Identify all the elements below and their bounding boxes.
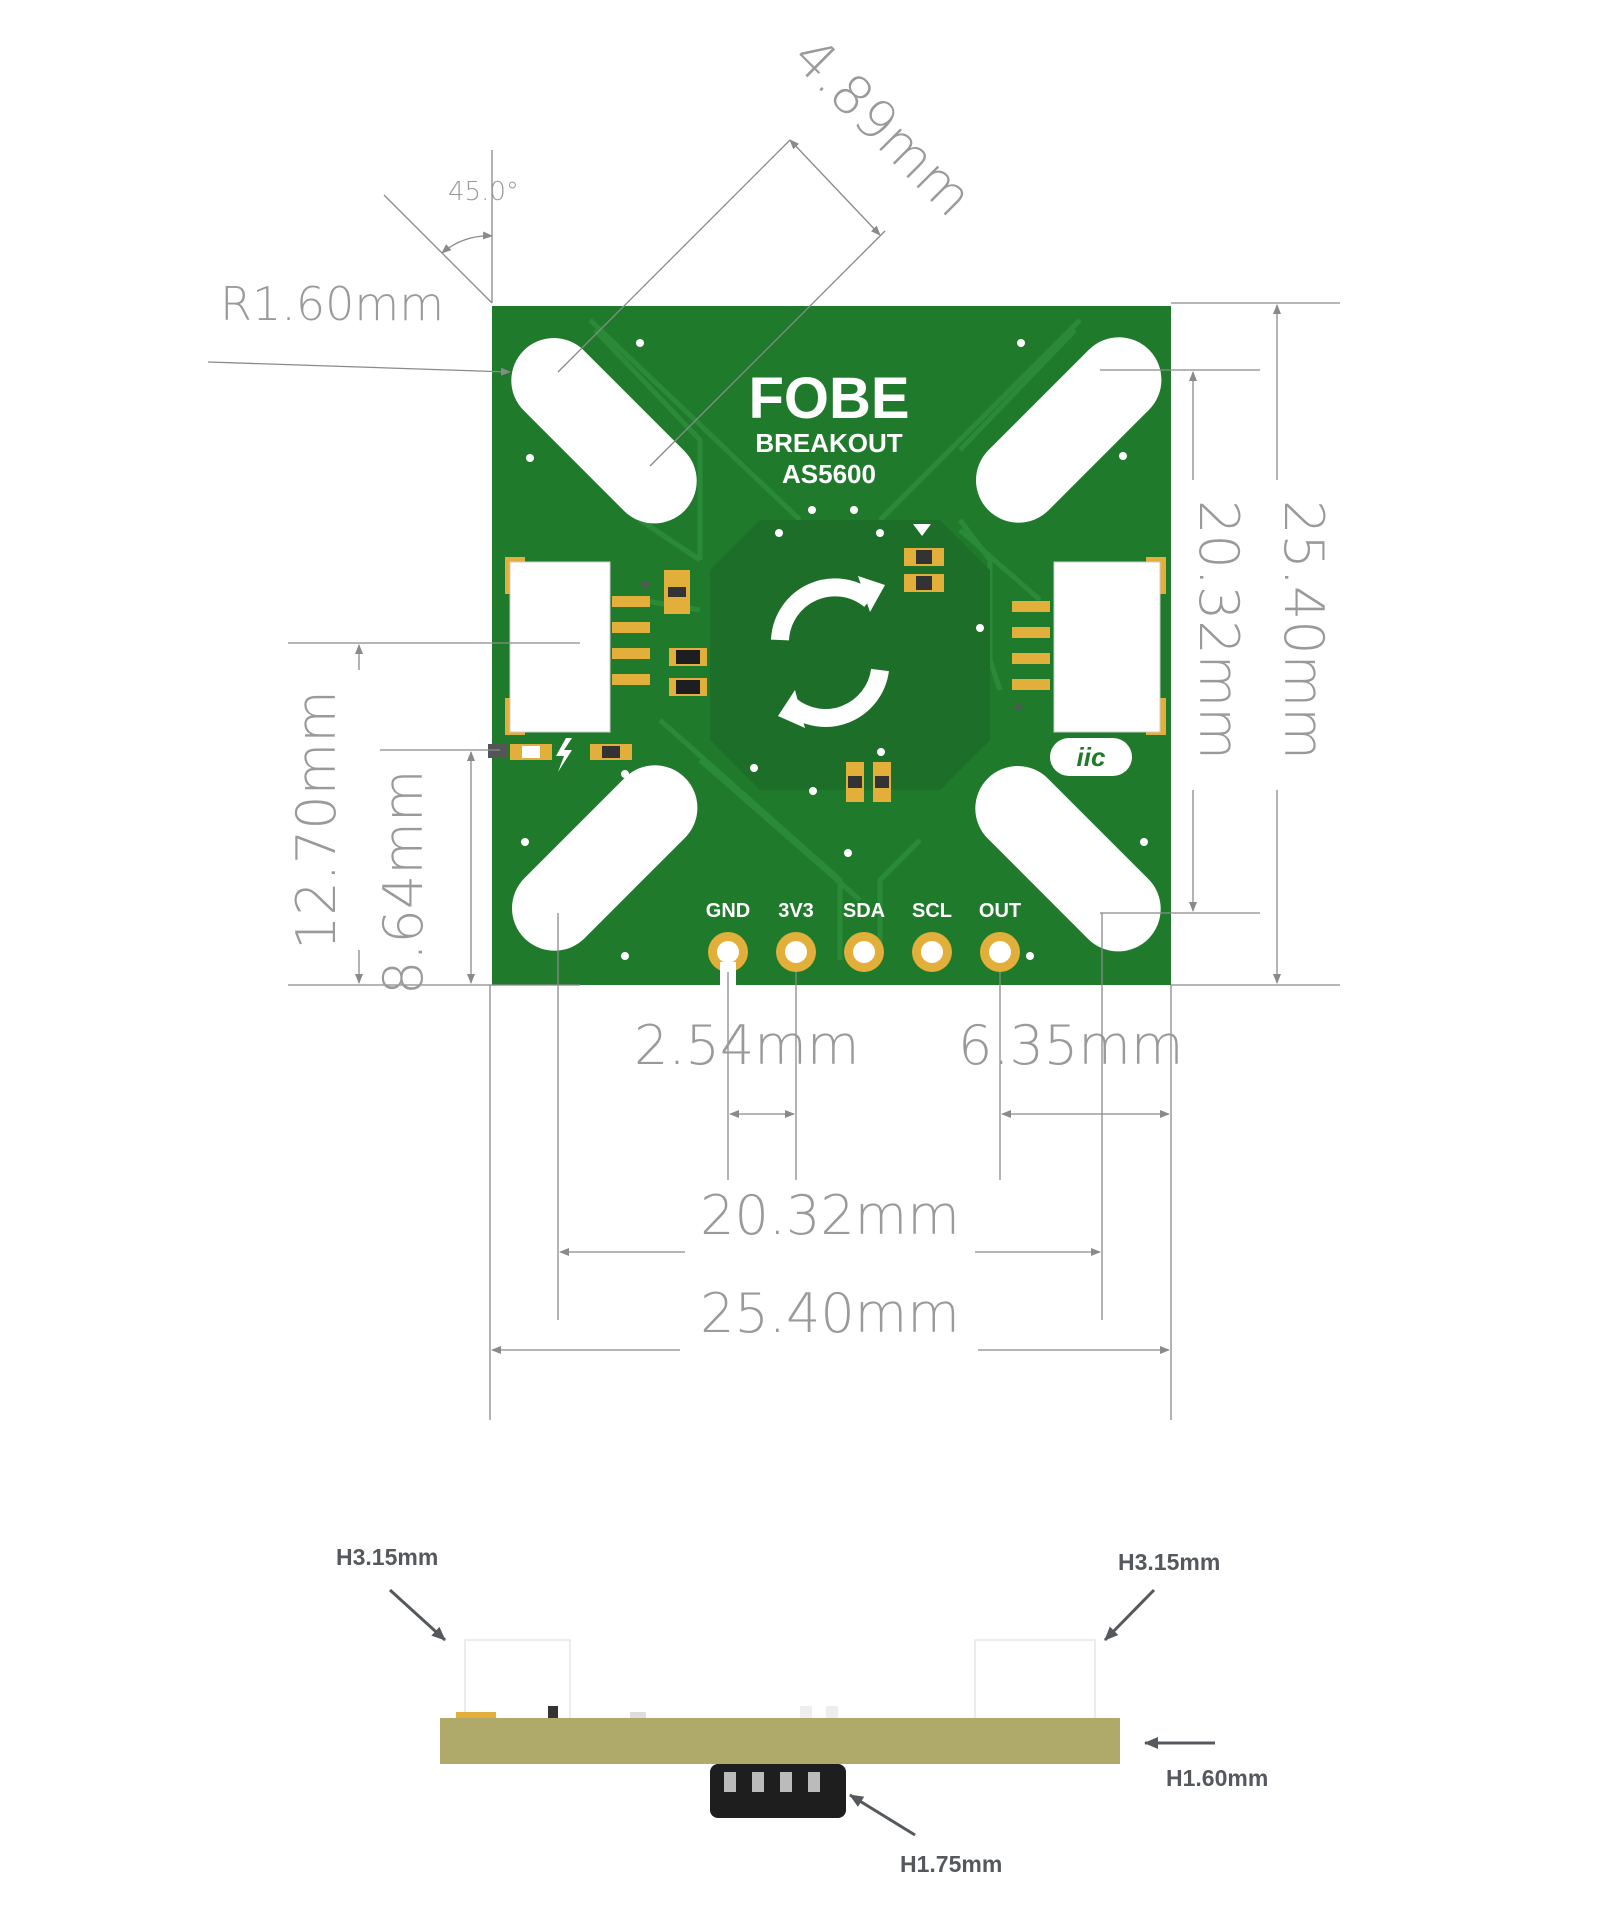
header-pins: GND 3V3 SDA SCL OUT bbox=[706, 900, 1021, 986]
side-view: H3.15mm H3.15mm H1.60mm H1.75mm bbox=[336, 1544, 1268, 1877]
slot-top-right bbox=[976, 337, 1162, 523]
dim-conn-left-2: 8.64mm bbox=[372, 770, 435, 995]
pin-label-3v3: 3V3 bbox=[778, 900, 814, 922]
pcb-top-view: FOBE BREAKOUT AS5600 bbox=[488, 306, 1171, 986]
pin-label-out: OUT bbox=[979, 900, 1021, 922]
board-line2: AS5600 bbox=[782, 459, 876, 489]
pin-label-gnd: GND bbox=[706, 900, 750, 922]
dim-pin-offset: 6.35mm bbox=[958, 1014, 1183, 1077]
side-label-h-chip: H1.75mm bbox=[900, 1851, 1002, 1877]
smd-components bbox=[488, 524, 944, 802]
slot-bottom-left bbox=[512, 765, 698, 951]
connector-right bbox=[1012, 557, 1166, 735]
side-label-h-left: H3.15mm bbox=[336, 1544, 438, 1570]
slot-bottom-right bbox=[975, 766, 1161, 952]
center-octagon bbox=[710, 520, 990, 790]
board-line1: BREAKOUT bbox=[755, 428, 902, 458]
slot-top-left bbox=[511, 338, 697, 524]
dim-height-holes: 20.32mm bbox=[1187, 500, 1250, 760]
side-pcb bbox=[440, 1718, 1120, 1764]
side-label-h-right: H3.15mm bbox=[1118, 1549, 1220, 1575]
dim-pin-pitch: 2.54mm bbox=[634, 1014, 859, 1077]
iic-badge bbox=[1050, 738, 1132, 776]
pin-label-scl: SCL bbox=[912, 900, 952, 922]
dim-conn-left-1: 12.70mm bbox=[285, 690, 348, 950]
rotate-icon bbox=[771, 576, 889, 728]
vias bbox=[521, 339, 1148, 960]
dim-angle: 45.0° bbox=[448, 177, 519, 207]
dim-width-holes: 20.32mm bbox=[700, 1184, 960, 1247]
dim-width-total: 25.40mm bbox=[700, 1282, 960, 1345]
brand-logo: FOBE bbox=[748, 366, 909, 431]
pin-label-sda: SDA bbox=[843, 900, 885, 922]
power-icon bbox=[556, 738, 572, 772]
connector-left bbox=[505, 557, 650, 735]
dim-slot-width: 4.89mm bbox=[781, 25, 985, 229]
side-label-h-board: H1.60mm bbox=[1166, 1765, 1268, 1791]
dim-corner-radius: R1.60mm bbox=[220, 277, 444, 331]
dim-height-total: 25.40mm bbox=[1272, 500, 1335, 760]
mounting-slots bbox=[511, 337, 1162, 952]
iic-label: iic bbox=[1077, 742, 1106, 772]
